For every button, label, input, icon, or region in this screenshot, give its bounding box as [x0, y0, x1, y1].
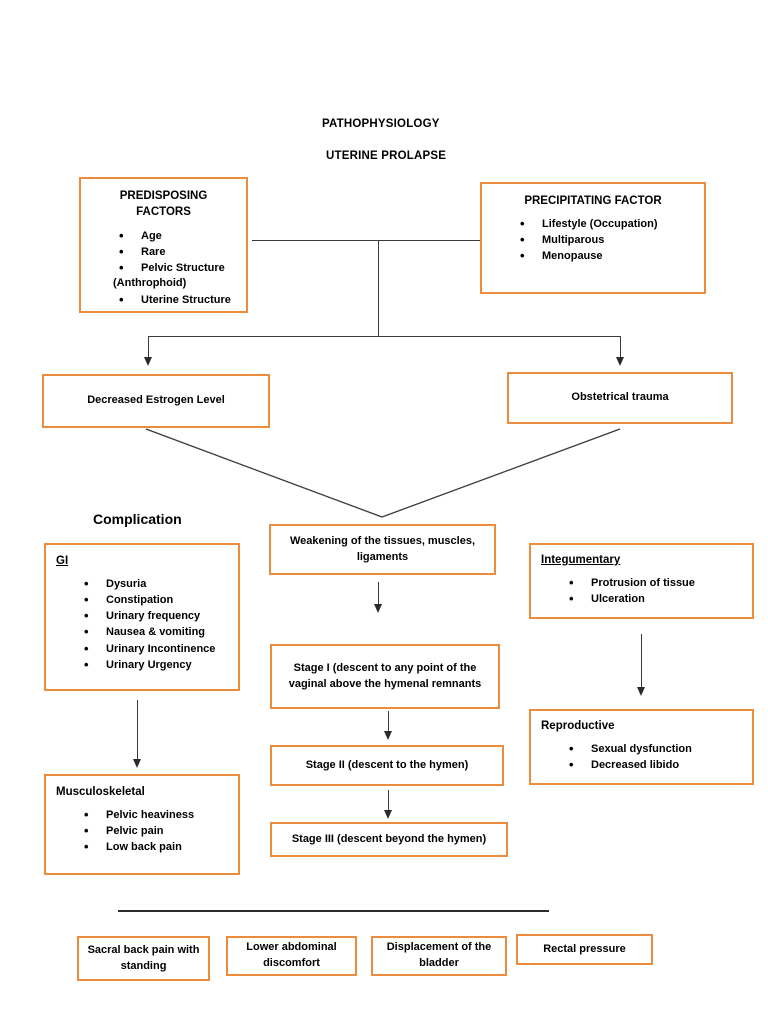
rectal-pressure-label: Rectal pressure: [543, 942, 626, 955]
list-item: Low back pain: [84, 838, 228, 857]
predisposing-factors-title: PREDISPOSING FACTORS: [119, 190, 208, 219]
decreased-estrogen-box: Decreased Estrogen Level: [42, 374, 270, 428]
list-item: Urinary Incontinence: [84, 640, 228, 659]
list-item: Uterine Structure: [119, 291, 236, 310]
arrow-to-stage3: [383, 810, 392, 819]
arrow-to-reproductive: [636, 687, 645, 696]
musculoskeletal-list: Pelvic heaviness Pelvic pain Low back pa…: [56, 806, 228, 857]
list-item: Dysuria: [84, 575, 228, 594]
list-item: Nausea & vomiting: [84, 623, 228, 642]
list-item: Pelvic heaviness: [84, 806, 228, 825]
reproductive-list: Sexual dysfunction Decreased libido: [541, 740, 742, 775]
gi-list: Dysuria Constipation Urinary frequency N…: [56, 575, 228, 675]
reproductive-title: Reproductive: [541, 720, 615, 732]
musculoskeletal-title: Musculoskeletal: [56, 786, 145, 798]
predisposing-factors-box: PREDISPOSING FACTORS Age Rare Pelvic Str…: [79, 177, 248, 313]
list-item: Age: [119, 227, 236, 246]
sacral-back-pain-label: Sacral back pain with standing: [87, 943, 200, 972]
arrow-to-musculoskeletal: [132, 759, 141, 768]
stage3-label: Stage III (descent beyond the hymen): [291, 832, 487, 845]
connector-left-diagonal: [145, 428, 383, 518]
list-item: Urinary Urgency: [84, 656, 228, 675]
connector-stage1-to-stage2: [388, 711, 389, 735]
list-item: Pelvic pain: [84, 822, 228, 841]
precipitating-factor-box: PRECIPITATING FACTOR Lifestyle (Occupati…: [480, 182, 706, 294]
integumentary-list: Protrusion of tissue Ulceration: [541, 574, 742, 609]
connector-integumentary-to-reproductive: [641, 634, 642, 690]
connector-factors-vertical: [378, 240, 379, 336]
musculoskeletal-box: Musculoskeletal Pelvic heaviness Pelvic …: [44, 774, 240, 875]
lower-abdominal-label: Lower abdominal discomfort: [246, 941, 337, 969]
displacement-bladder-box: Displacement of the bladder: [371, 936, 507, 976]
integumentary-box: Integumentary Protrusion of tissue Ulcer…: [529, 543, 754, 619]
list-item: Urinary frequency: [84, 607, 228, 626]
precipitating-factor-list: Lifestyle (Occupation) Multiparous Menop…: [492, 215, 694, 266]
rectal-pressure-box: Rectal pressure: [516, 934, 653, 965]
weakening-tissues-label: Weakening of the tissues, muscles, ligam…: [289, 534, 476, 563]
weakening-tissues-box: Weakening of the tissues, muscles, ligam…: [269, 524, 496, 575]
stage2-box: Stage II (descent to the hymen): [270, 745, 504, 786]
list-item: Ulceration: [569, 590, 742, 609]
gi-title: GI: [56, 555, 69, 567]
connector-distribution-bar: [148, 336, 621, 337]
chart-title-line2: UTERINE PROLAPSE: [326, 150, 447, 162]
chart-title-line1: PATHOPHYSIOLOGY: [322, 118, 440, 130]
list-item: Constipation: [84, 591, 228, 610]
list-item: Decreased libido: [569, 756, 742, 775]
connector-factors-horizontal: [252, 240, 480, 241]
stage1-label: Stage I (descent to any point of the vag…: [288, 661, 482, 690]
list-item: Menopause: [520, 247, 694, 266]
arrow-to-stage1: [373, 604, 382, 613]
connector-right-diagonal: [381, 428, 621, 518]
stage1-box: Stage I (descent to any point of the vag…: [270, 644, 500, 709]
list-item: Sexual dysfunction: [569, 740, 742, 759]
connector-gi-to-musculoskeletal: [137, 700, 138, 762]
gi-box: GI Dysuria Constipation Urinary frequenc…: [44, 543, 240, 691]
list-item: Rare: [119, 243, 236, 262]
list-item: Pelvic Structure: [119, 259, 236, 278]
complication-heading: Complication: [93, 511, 182, 527]
precipitating-factor-title: PRECIPITATING FACTOR: [524, 195, 662, 207]
predisposing-factors-list: Age Rare Pelvic Structure: [91, 227, 236, 278]
decreased-estrogen-label: Decreased Estrogen Level: [87, 394, 225, 407]
connector-weakening-to-stage1: [378, 582, 379, 608]
predisposing-item-continuation: (Anthrophoid): [113, 276, 187, 289]
connector-left-branch: [148, 336, 149, 360]
sacral-back-pain-box: Sacral back pain with standing: [77, 936, 210, 981]
arrow-to-stage2: [383, 731, 392, 740]
stage2-label: Stage II (descent to the hymen): [305, 758, 469, 771]
connector-right-branch: [620, 336, 621, 360]
list-item: Protrusion of tissue: [569, 574, 742, 593]
arrow-to-decreased-estrogen: [143, 357, 152, 366]
connector-v-converge: [145, 428, 621, 518]
connector-stage2-to-stage3: [388, 790, 389, 814]
arrow-to-obstetrical-trauma: [615, 357, 624, 366]
bottom-divider: [118, 910, 549, 912]
obstetrical-trauma-box: Obstetrical trauma: [507, 372, 733, 424]
list-item: Multiparous: [520, 231, 694, 250]
obstetrical-trauma-label: Obstetrical trauma: [571, 391, 669, 404]
list-item: Lifestyle (Occupation): [520, 215, 694, 234]
integumentary-title: Integumentary: [541, 554, 621, 566]
stage3-box: Stage III (descent beyond the hymen): [270, 822, 508, 857]
reproductive-box: Reproductive Sexual dysfunction Decrease…: [529, 709, 754, 785]
lower-abdominal-box: Lower abdominal discomfort: [226, 936, 357, 976]
displacement-bladder-label: Displacement of the bladder: [386, 941, 492, 969]
predisposing-factors-list-2: Uterine Structure: [91, 291, 236, 310]
